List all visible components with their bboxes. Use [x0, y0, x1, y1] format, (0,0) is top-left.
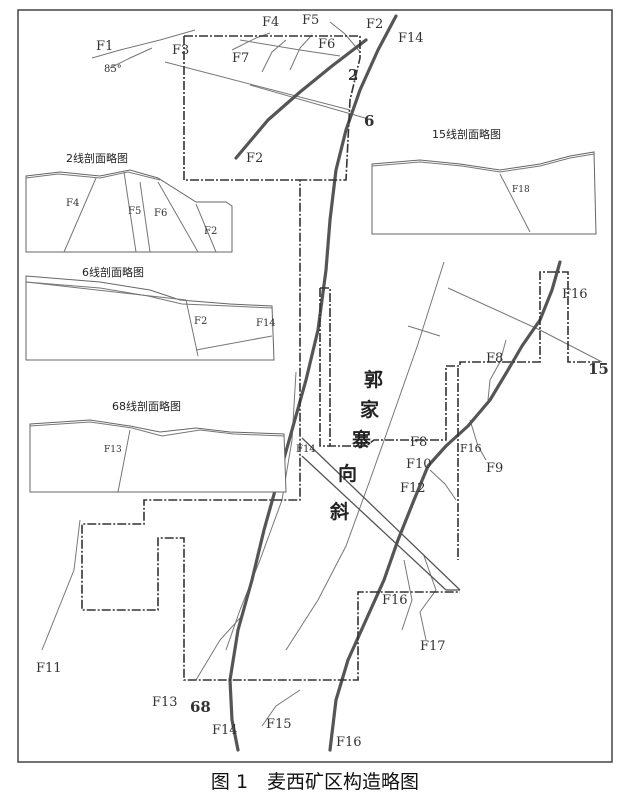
mine-boundary [81, 35, 600, 681]
map-frame [17, 9, 613, 763]
section-68-title: 68线剖面略图 [112, 399, 181, 413]
syncline-char-2: 家 [360, 398, 380, 421]
label-f17: F17 [420, 639, 446, 654]
label-f13: F13 [152, 695, 178, 710]
syncline-char-4: 向 [338, 462, 357, 485]
line-number-2: 2 [348, 66, 358, 84]
exploration-line-numbers: 2 6 15 68 [190, 66, 609, 716]
s2-label-f4: F4 [66, 198, 79, 209]
label-f10: F10 [406, 457, 432, 472]
s15-label-f18: F18 [512, 185, 530, 195]
fault-f16-main [328, 260, 562, 752]
figure-caption: 图 1 麦西矿区构造略图 [211, 771, 419, 793]
section-15: 15线剖面略图 F18 [371, 127, 597, 235]
s6-label-f2: F2 [194, 316, 207, 327]
map-fault-labels: F1 85° F3 F4 F5 F6 F7 F2 F14 F2 F16 F8 F… [36, 13, 588, 750]
section-2: 2线剖面略图 F4 F5 F6 F2 [25, 151, 233, 253]
label-f8: F8 [486, 351, 503, 366]
syncline-char-5: 斜 [329, 500, 349, 523]
syncline-char-3: 寨 [351, 428, 371, 451]
fault-f2-upper [234, 38, 368, 160]
section-2-title: 2线剖面略图 [66, 151, 128, 165]
line-number-15: 15 [588, 360, 609, 378]
label-f9: F9 [486, 461, 503, 476]
label-f7: F7 [232, 51, 249, 66]
section-15-title: 15线剖面略图 [432, 127, 501, 141]
major-faults [228, 14, 562, 752]
s2-label-f6: F6 [154, 208, 167, 219]
label-f16-bottom: F16 [336, 735, 362, 750]
syncline-char-1: 郭 [364, 368, 383, 391]
minor-faults [41, 21, 603, 727]
s6-label-f14: F14 [256, 318, 276, 329]
line-number-6: 6 [364, 112, 374, 130]
s2-label-f5: F5 [128, 206, 141, 217]
label-f14-low: F14 [212, 723, 238, 738]
label-f4: F4 [262, 15, 279, 30]
label-f2-mid: F2 [246, 151, 263, 166]
label-f16-mid: F16 [460, 442, 482, 455]
s2-label-f2: F2 [204, 226, 217, 237]
label-f11: F11 [36, 661, 62, 676]
section-6: 6线剖面略图 F2 F14 [25, 265, 276, 361]
label-f8-b: F8 [410, 435, 427, 450]
label-dip: 85° [104, 64, 122, 75]
syncline-band [301, 437, 461, 591]
syncline-name: 郭 家 寨 向 斜 [329, 368, 383, 523]
label-f16-top: F16 [562, 287, 588, 302]
label-f14-top: F14 [398, 31, 424, 46]
line-number-68: 68 [190, 698, 211, 716]
label-f5: F5 [302, 13, 319, 28]
label-f1: F1 [96, 39, 113, 54]
label-f16-low: F16 [382, 593, 408, 608]
label-f6: F6 [318, 37, 335, 52]
label-f12: F12 [400, 481, 426, 496]
section-6-title: 6线剖面略图 [82, 265, 144, 279]
section-68: 68线剖面略图 F13 [29, 399, 287, 493]
label-f14-mid: F14 [296, 444, 316, 455]
label-f2-top: F2 [366, 17, 383, 32]
label-f15: F15 [266, 717, 292, 732]
fault-f14-main [228, 14, 398, 752]
label-f3: F3 [172, 43, 189, 58]
s68-label-f13: F13 [104, 445, 122, 455]
